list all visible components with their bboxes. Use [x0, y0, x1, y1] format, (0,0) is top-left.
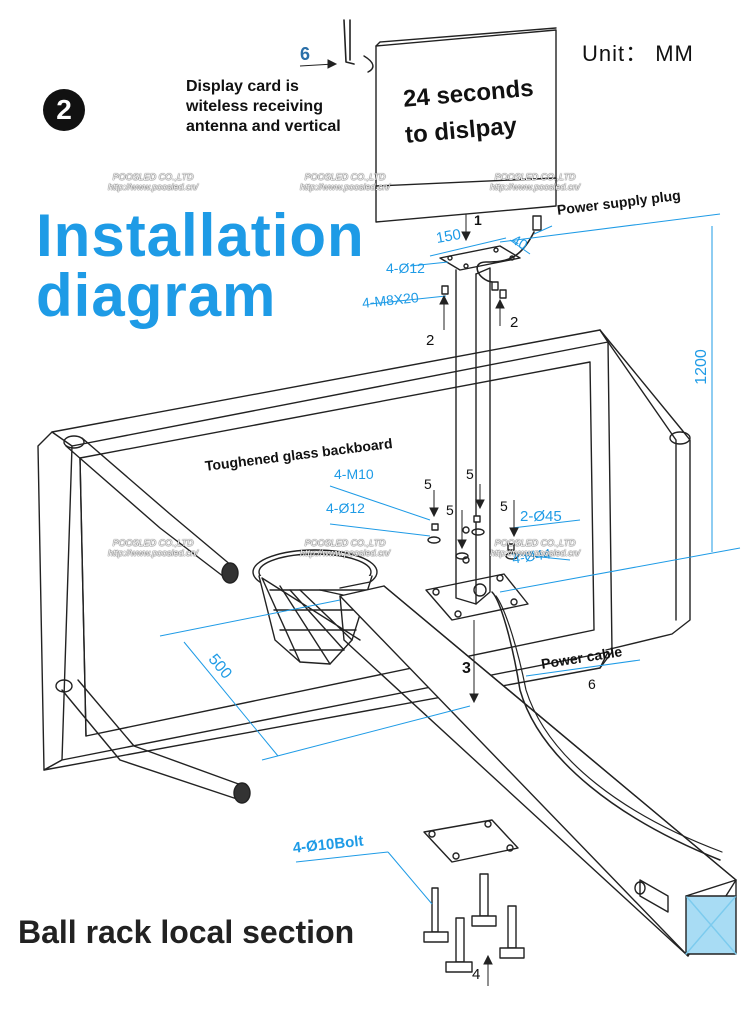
dim-m10: 4-M10 [334, 466, 374, 482]
watermark-6: POOSLED CO.,LTD http://www.poosled.cn/ [490, 538, 581, 558]
step-1: 1 [474, 212, 482, 228]
watermark-2: POOSLED CO.,LTD http://www.poosled.cn/ [300, 172, 391, 192]
antenna-note-line-3: antenna and vertical [186, 118, 341, 135]
lower-arm [61, 679, 245, 801]
anchor-bolts [423, 873, 525, 973]
step-5c: 5 [446, 502, 454, 518]
top-bolts [441, 281, 507, 299]
watermark-1: POOSLED CO.,LTD http://www.poosled.cn/ [108, 172, 199, 192]
dim-hole-mid: 4-Ø12 [326, 500, 365, 516]
upper-arm [65, 437, 233, 581]
power-cable-number: 6 [588, 676, 596, 692]
dim-1200: 1200 [692, 349, 710, 385]
ball-rack-label: Ball rack local section [18, 914, 355, 950]
base-plate [425, 573, 529, 621]
unit-label: Unit： MM [582, 41, 694, 66]
step-3: 3 [462, 660, 471, 677]
top-plate [439, 245, 521, 271]
step-4: 4 [472, 966, 481, 983]
watermark-5: POOSLED CO.,LTD http://www.poosled.cn/ [300, 538, 391, 558]
watermark-3: POOSLED CO.,LTD http://www.poosled.cn/ [490, 172, 581, 192]
step-5a: 5 [424, 476, 432, 492]
mid-bolts [427, 515, 519, 560]
antenna-note-line-1: Display card is [186, 78, 299, 95]
step-badge: 2 [56, 94, 72, 125]
dim-hole-top: 4-Ø12 [386, 260, 425, 276]
step-2a: 2 [426, 332, 435, 349]
dim-hole-45: 2-Ø45 [520, 508, 562, 525]
step-2b: 2 [510, 314, 519, 331]
power-cable [476, 231, 535, 283]
step-5d: 5 [500, 498, 508, 514]
step-5b: 5 [466, 466, 474, 482]
title-line-2: diagram [36, 262, 277, 329]
watermark-4: POOSLED CO.,LTD http://www.poosled.cn/ [108, 538, 199, 558]
step-badge-circle [43, 89, 85, 131]
title-line-1: Installation [36, 202, 365, 269]
antenna [343, 19, 355, 65]
antenna-note-line-2: witeless receiving [186, 98, 323, 115]
antenna-number: 6 [300, 44, 311, 64]
backboard-frame [51, 329, 609, 447]
ground-plate [423, 819, 519, 863]
vertical-post [455, 269, 477, 605]
